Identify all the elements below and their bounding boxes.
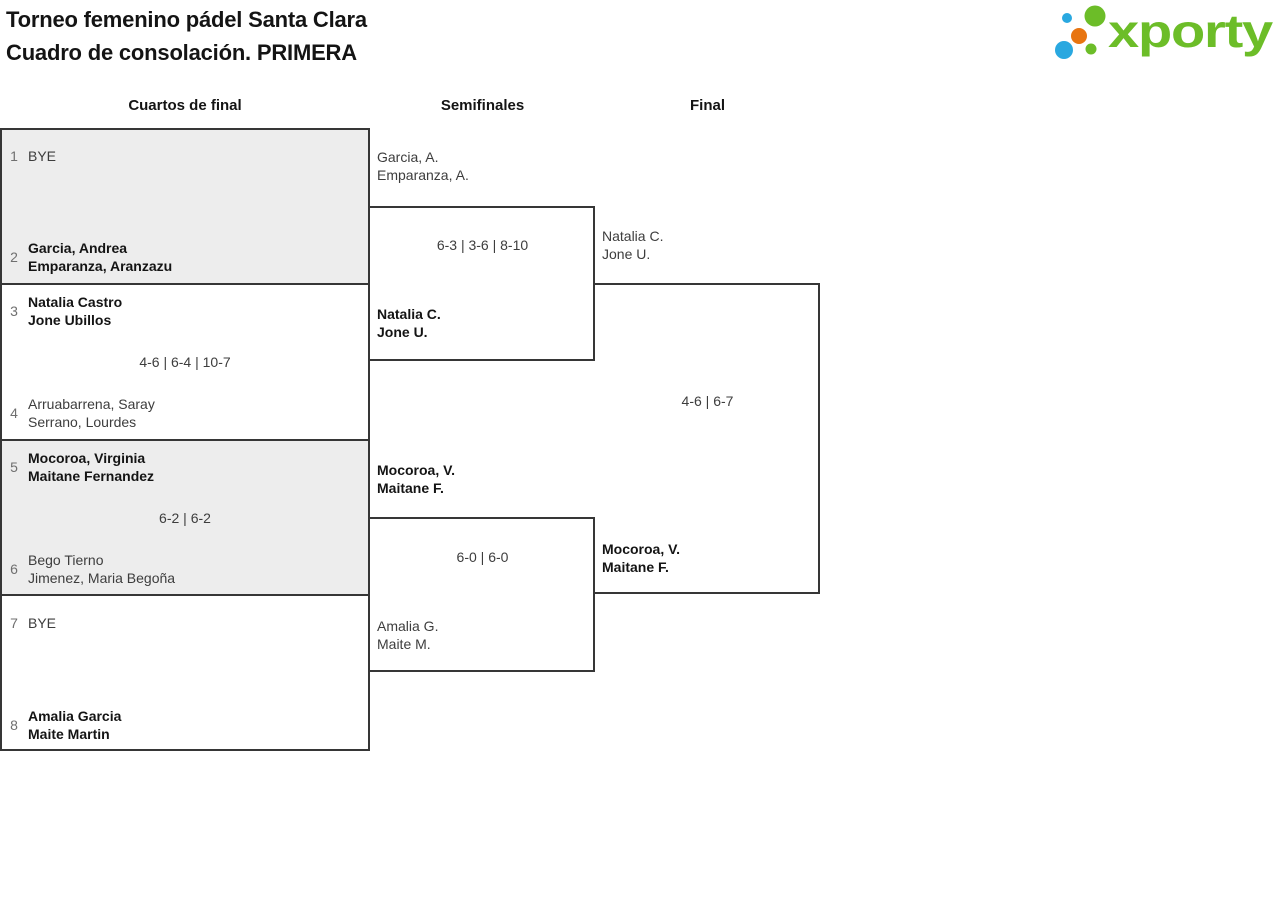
team-name-line: Jone U.: [377, 324, 428, 340]
title-line-2: Cuadro de consolación. PRIMERA: [6, 40, 357, 65]
team-name-line: Garcia, A.: [377, 149, 439, 165]
team-name-line: Maite Martin: [28, 726, 110, 742]
score-sf2: 6-0 | 6-0: [456, 549, 509, 565]
score-qf2: 4-6 | 6-4 | 10-7: [139, 354, 231, 370]
score-final: 4-6 | 6-7: [681, 393, 734, 409]
match-box-qf1: [2, 130, 368, 286]
team-name-line: Natalia C.: [602, 228, 664, 244]
team-qf1-bottom: Garcia, Andrea Emparanza, Aranzazu: [28, 239, 172, 275]
team-name-line: Jimenez, Maria Begoña: [28, 570, 176, 586]
team-name-line: Garcia, Andrea: [28, 240, 128, 256]
match-box-qf4: [2, 595, 368, 749]
xporty-logo-text: xporty: [1108, 5, 1274, 57]
team-qf3-bottom: Bego Tierno Jimenez, Maria Begoña: [28, 551, 175, 587]
team-name-line: Maitane F.: [602, 559, 669, 575]
team-name-line: Natalia C.: [377, 306, 441, 322]
team-name-line: Jone U.: [602, 246, 651, 262]
round-header-final: Final: [689, 97, 725, 114]
title-line-1: Torneo femenino pádel Santa Clara: [6, 7, 367, 32]
team-name-line: BYE: [28, 148, 57, 164]
team-name-line: Mocoroa, V.: [602, 541, 681, 557]
match-box-sf1: [370, 206, 595, 361]
team-qf2-top: Natalia Castro Jone Ubillos: [28, 293, 122, 329]
team-final-bottom: Mocoroa, V. Maitane F.: [602, 540, 680, 576]
seed-number-6: 6: [10, 561, 18, 577]
team-sf2-top: Mocoroa, V. Maitane F.: [377, 461, 455, 497]
seed-number-1: 1: [10, 148, 18, 164]
team-sf2-bottom: Amalia G. Maite M.: [377, 617, 438, 653]
team-name-line: Emparanza, A.: [377, 167, 469, 183]
team-final-top: Natalia C. Jone U.: [602, 227, 663, 263]
xporty-logo[interactable]: xporty: [1048, 0, 1278, 66]
team-name-line: Emparanza, Aranzazu: [28, 258, 173, 274]
team-sf1-bottom: Natalia C. Jone U.: [377, 305, 441, 341]
team-name-line: Arruabarrena, Saray: [28, 396, 155, 412]
logo-dot-blue-small: [1062, 13, 1072, 23]
team-qf1-top: BYE: [28, 138, 56, 174]
logo-dot-green-large: [1084, 5, 1106, 27]
score-qf3: 6-2 | 6-2: [159, 510, 211, 526]
team-name-line: BYE: [28, 615, 57, 631]
match-box-final: [595, 283, 820, 594]
team-name-line: Mocoroa, Virginia: [28, 450, 146, 466]
team-sf1-top: Garcia, A. Emparanza, A.: [377, 148, 469, 184]
team-qf4-top: BYE: [28, 605, 56, 641]
seed-number-2: 2: [10, 249, 18, 265]
seed-number-7: 7: [10, 615, 18, 631]
team-qf2-bottom: Arruabarrena, Saray Serrano, Lourdes: [28, 395, 155, 431]
match-box-qf3: [2, 440, 368, 596]
team-name-line: Maitane F.: [377, 480, 444, 496]
team-qf3-top: Mocoroa, Virginia Maitane Fernandez: [28, 449, 154, 485]
seed-number-3: 3: [10, 303, 18, 319]
team-name-line: Maitane Fernandez: [28, 468, 155, 484]
quarterfinals-column: [0, 128, 370, 751]
logo-dot-green-small: [1085, 43, 1097, 55]
round-header-semifinales: Semifinales: [440, 97, 525, 114]
team-name-line: Serrano, Lourdes: [28, 414, 137, 430]
team-name-line: Maite M.: [377, 636, 431, 652]
team-qf4-bottom: Amalia Garcia Maite Martin: [28, 707, 121, 743]
team-name-line: Amalia Garcia: [28, 708, 122, 724]
match-box-qf2: [2, 285, 368, 441]
team-name-line: Natalia Castro: [28, 294, 123, 310]
xporty-logo-icon: xporty: [1055, 5, 1275, 59]
team-name-line: Bego Tierno: [28, 552, 104, 568]
page-title: Torneo femenino pádel Santa Clara Cuadro…: [6, 3, 367, 69]
logo-dot-orange: [1071, 28, 1087, 44]
logo-dot-blue-large: [1055, 41, 1073, 59]
round-header-cuartos: Cuartos de final: [128, 97, 242, 114]
team-name-line: Mocoroa, V.: [377, 462, 456, 478]
seed-number-5: 5: [10, 459, 18, 475]
team-name-line: Jone Ubillos: [28, 312, 112, 328]
seed-number-4: 4: [10, 405, 18, 421]
seed-number-8: 8: [10, 717, 18, 733]
team-name-line: Amalia G.: [377, 618, 439, 634]
match-box-sf2: [370, 517, 595, 672]
score-sf1: 6-3 | 3-6 | 8-10: [436, 237, 529, 253]
